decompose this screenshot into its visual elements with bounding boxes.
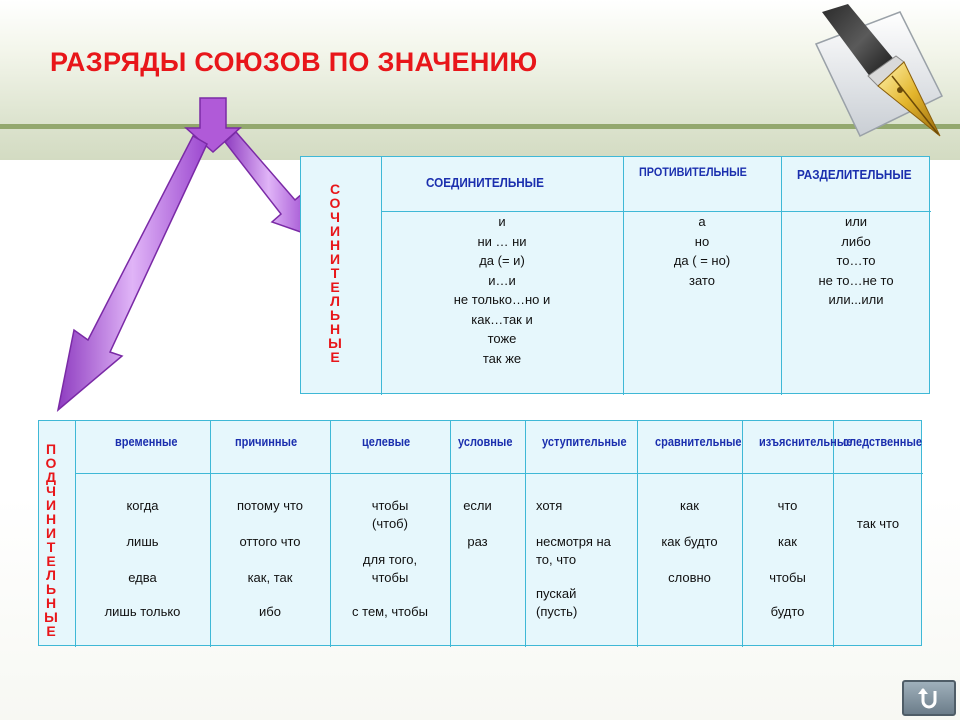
heading-disjunctive: РАЗДЕЛИТЕЛЬНЫЕ: [797, 167, 912, 182]
slide-title: РАЗРЯДЫ СОЮЗОВ ПО ЗНАЧЕНИЮ: [50, 47, 538, 77]
list-item: и…и: [488, 272, 516, 288]
list-item: (чтоб): [372, 516, 408, 531]
header-row-divider: [75, 473, 923, 474]
list-item: так что: [856, 516, 900, 531]
column-divider: [525, 421, 526, 647]
list-item: раз: [467, 534, 488, 549]
list-item: как: [680, 498, 699, 513]
column-divider: [833, 421, 834, 647]
list-item: зато: [689, 272, 715, 288]
fountain-pen-icon: [814, 4, 944, 138]
list-item: с тем, чтобы: [352, 604, 428, 619]
column-divider: [75, 421, 76, 647]
list-item: не то…не то: [818, 272, 894, 288]
list-item: или: [844, 214, 868, 229]
arrow-to-subordinating-icon: [56, 134, 208, 412]
copulative-list: и ни … ни да (= и) и…и не только…но и ка…: [381, 212, 623, 368]
list-item: либо: [841, 233, 871, 249]
column-divider: [381, 157, 382, 395]
header-temporal: временные: [115, 435, 178, 449]
list-item: не только…но и: [453, 292, 551, 307]
list-item: чтобы: [371, 498, 409, 513]
list-item: оттого что: [239, 534, 301, 549]
list-item: да ( = но): [673, 253, 731, 268]
list-item: тоже: [487, 331, 517, 346]
header-conditional: условные: [458, 435, 513, 449]
list-item: и: [498, 214, 506, 229]
list-item: ибо: [259, 604, 281, 619]
list-item: то…то: [836, 253, 876, 268]
list-item: как: [778, 534, 797, 549]
header-comparative: сравнительные: [655, 435, 742, 449]
adversative-list: а но да ( = но) зато: [623, 212, 781, 290]
list-item: чтобы: [371, 570, 409, 585]
column-divider: [210, 421, 211, 647]
heading-adversative: ПРОТИВИТЕЛЬНЫЕ: [639, 165, 747, 179]
list-item: потому что: [236, 498, 304, 513]
header-divider: [0, 124, 960, 129]
header-concessive: уступительные: [542, 435, 627, 449]
header-explanatory: изъяснительные: [759, 435, 853, 449]
list-item: словно: [668, 570, 711, 585]
subordinating-table: ПОДЧИНИТЕЛЬНЫЕ временные причинные целев…: [38, 420, 923, 647]
header-purpose: целевые: [362, 435, 411, 449]
column-divider: [781, 157, 782, 395]
back-button[interactable]: [902, 680, 956, 716]
header-row-divider: [381, 211, 931, 212]
list-item: пускай: [536, 586, 577, 601]
list-item: ни … ни: [477, 233, 527, 249]
list-item: но: [694, 233, 710, 249]
column-divider: [330, 421, 331, 647]
list-item: как, так: [247, 570, 293, 585]
disjunctive-list: или либо то…то не то…не то или...или: [781, 212, 931, 310]
coordinating-table: СОЧИНИТЕЛЬНЫЕ СОЕДИНИТЕЛЬНЫЕ ПРОТИВИТЕЛЬ…: [300, 156, 931, 395]
list-item: лишь: [126, 534, 159, 549]
back-arrow-icon: [918, 688, 937, 709]
header-causal: причинные: [235, 435, 298, 449]
list-item: если: [463, 498, 492, 513]
arrow-to-coordinating-icon: [223, 130, 314, 238]
column-divider: [450, 421, 451, 647]
list-item: хотя: [536, 498, 563, 513]
list-item: так же: [482, 350, 522, 366]
list-item: да (= и): [479, 253, 525, 268]
header-consequential: следственные: [843, 435, 922, 449]
list-item: лишь только: [104, 604, 181, 619]
header-band: [0, 0, 960, 160]
list-item: когда: [126, 498, 159, 513]
column-divider: [623, 157, 624, 395]
list-item: как…так и: [471, 311, 533, 327]
list-item: (пусть): [536, 604, 578, 619]
list-item: а: [698, 214, 706, 229]
list-item: или...или: [828, 292, 884, 307]
list-item: чтобы: [769, 570, 806, 585]
list-item: что: [777, 498, 798, 513]
subordinating-label: ПОДЧИНИТЕЛЬНЫЕ: [43, 441, 59, 637]
list-item: как будто: [661, 534, 718, 549]
heading-copulative: СОЕДИНИТЕЛЬНЫЕ: [426, 175, 544, 190]
list-item: будто: [770, 604, 805, 619]
column-divider: [742, 421, 743, 647]
list-item: несмотря на: [536, 534, 611, 549]
list-item: то, что: [536, 552, 577, 567]
list-item: едва: [128, 570, 157, 585]
list-item: для того,: [362, 552, 418, 567]
column-divider: [637, 421, 638, 647]
coordinating-label: СОЧИНИТЕЛЬНЫЕ: [327, 181, 343, 363]
